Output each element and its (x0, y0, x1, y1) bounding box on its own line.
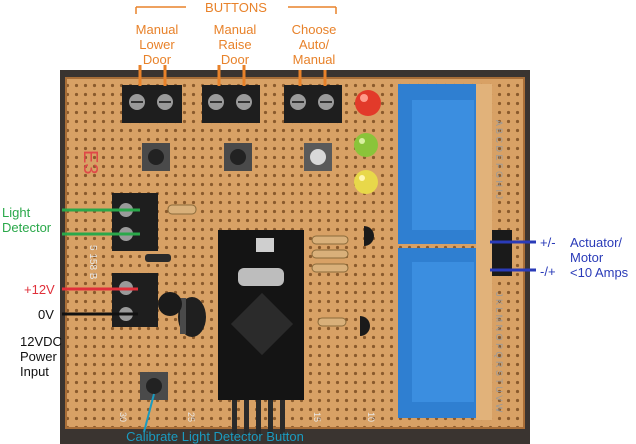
label-manual-raise-door: Manual Raise Door (213, 22, 257, 67)
wire-calibrate (143, 393, 155, 433)
silk-15: 15 (312, 412, 322, 422)
label-choose-auto-manual: Choose Auto/ Manual (291, 22, 337, 67)
silk-row-letters-lower: J K L M N O P Q R S T U V W (494, 292, 504, 413)
label-manual-lower-door: Manual Lower Door (135, 22, 179, 67)
led-yellow (354, 170, 378, 194)
terminal-raise-door (202, 85, 260, 123)
terminal-power (112, 273, 158, 327)
pushbutton-3 (304, 143, 332, 171)
silk-left-text: 5 158 B (87, 245, 98, 280)
terminal-lower-door (122, 85, 182, 123)
silk-e3: E3 (79, 150, 101, 174)
label-calibrate-button: Calibrate Light Detector Button (126, 429, 304, 444)
silk-10: 10 (366, 412, 376, 422)
header-pins (232, 400, 285, 436)
label-light-detector: Light Detector (2, 205, 52, 235)
led-green (354, 133, 378, 157)
label-actuator-motor: Actuator/ Motor <10 Amps (570, 235, 629, 280)
pushbutton-2 (224, 143, 252, 171)
led-red (355, 90, 381, 116)
label-plus-12v: +12V (24, 282, 55, 297)
transistor-1 (364, 226, 374, 246)
silk-row-letters: A B C D E F G H I J (494, 120, 504, 199)
buttons-bracket (135, 6, 337, 14)
terminal-light-detector (112, 193, 158, 251)
buttons-header: BUTTONS (205, 0, 267, 15)
relay-bottom (398, 248, 490, 418)
silk-25: 25 (186, 412, 196, 422)
transistor-left (158, 292, 182, 316)
resistor-left (167, 204, 197, 215)
arduino-nano (218, 230, 304, 400)
label-minus-plus: -/+ (540, 264, 556, 279)
label-0v: 0V (38, 307, 54, 322)
diode (145, 254, 171, 262)
terminal-mode (284, 85, 342, 123)
relay-top (398, 84, 490, 244)
silk-30: 30 (118, 412, 128, 422)
pushbutton-1 (142, 143, 170, 171)
button-leaders (138, 65, 327, 86)
transistor-2 (360, 316, 370, 336)
label-power-input: 12VDC Power Input (20, 334, 62, 379)
resistor-bank (311, 235, 349, 327)
edge-strip (476, 84, 492, 420)
capacitor (178, 297, 206, 337)
label-plus-minus: +/- (540, 235, 556, 250)
